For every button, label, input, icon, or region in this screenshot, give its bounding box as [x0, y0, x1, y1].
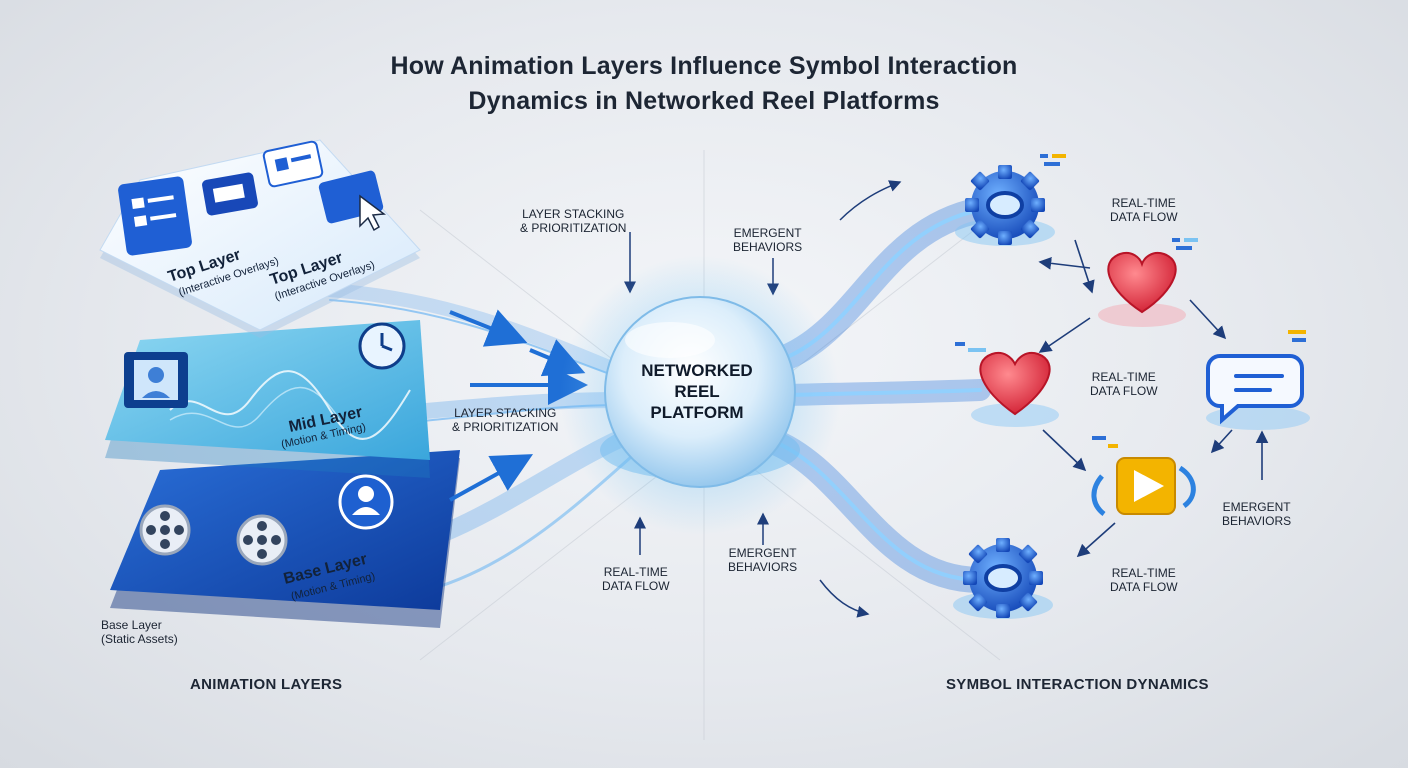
label-layer-stacking-mid: LAYER STACKING & PRIORITIZATION [452, 406, 558, 434]
label-line: & PRIORITIZATION [452, 420, 559, 434]
hub-label-line-1: NETWORKED [641, 361, 753, 380]
chat-bubble-icon [1206, 354, 1310, 430]
gear-icon [953, 538, 1053, 619]
mid-layer-panel: Mid Layer (Motion & Timing) [105, 320, 430, 478]
section-label-animation-layers: ANIMATION LAYERS [190, 676, 343, 693]
label-line: LAYER STACKING [454, 406, 557, 420]
label-line: BEHAVIORS [728, 560, 798, 574]
hub-sphere [560, 255, 840, 535]
label-line: Base Layer [101, 618, 162, 632]
label-line: BEHAVIORS [733, 240, 803, 254]
top-layer-panel: Top Layer (Interactive Overlays) Top Lay… [99, 139, 421, 338]
label-line: REAL-TIME [1111, 566, 1176, 580]
label-line: DATA FLOW [1110, 580, 1178, 594]
base-layer-panel: Base Layer (Motion & Timing) [110, 450, 460, 628]
hub-label: NETWORKED REEL PLATFORM [612, 360, 782, 423]
ui-card-icon [262, 140, 324, 188]
user-icon [338, 474, 394, 530]
ui-card-icon [118, 176, 192, 256]
label-line: REAL-TIME [1111, 196, 1176, 210]
label-line: LAYER STACKING [522, 207, 625, 221]
heart-icon [1098, 252, 1186, 327]
page-title-line-2: Dynamics in Networked Reel Platforms [468, 87, 940, 115]
label-right-realtime-2: REAL-TIME DATA FLOW [1090, 370, 1158, 398]
label-line: (Static Assets) [101, 632, 178, 646]
label-emergent-bottom: EMERGENT BEHAVIORS [728, 546, 797, 574]
label-realtime-bottom: REAL-TIME DATA FLOW [602, 565, 670, 593]
clock-icon [358, 322, 406, 370]
page-title-line-1: How Animation Layers Influence Symbol In… [390, 52, 1018, 80]
base-layer-outer-label: Base Layer (Static Assets) [101, 618, 178, 646]
label-arrows [624, 180, 902, 618]
label-layer-stacking-top: LAYER STACKING & PRIORITIZATION [520, 207, 626, 235]
hub-label-line-2: REEL [674, 382, 720, 401]
play-icon [1091, 457, 1196, 516]
section-label-symbol-interaction: SYMBOL INTERACTION DYNAMICS [946, 676, 1209, 693]
label-line: REAL-TIME [603, 565, 668, 579]
label-line: BEHAVIORS [1222, 514, 1292, 528]
gear-icon [955, 165, 1055, 246]
film-reel-icon [236, 514, 288, 566]
label-right-realtime-3: REAL-TIME DATA FLOW [1110, 566, 1178, 594]
ui-card-icon [202, 172, 258, 216]
cursor-icon [318, 170, 387, 232]
label-line: EMERGENT [733, 226, 802, 240]
hub-label-line-3: PLATFORM [650, 403, 744, 422]
pixel-decoration [955, 154, 1306, 448]
heart-icon [971, 352, 1059, 427]
label-line: DATA FLOW [1110, 210, 1178, 224]
label-line: EMERGENT [1222, 500, 1291, 514]
film-reel-icon [139, 504, 191, 556]
label-line: DATA FLOW [602, 579, 670, 593]
label-line: & PRIORITIZATION [520, 221, 627, 235]
label-line: EMERGENT [728, 546, 797, 560]
label-emergent-top: EMERGENT BEHAVIORS [733, 226, 802, 254]
right-flow-arrows [1038, 239, 1269, 558]
label-line: DATA FLOW [1090, 384, 1158, 398]
label-right-emergent: EMERGENT BEHAVIORS [1222, 500, 1291, 528]
label-line: REAL-TIME [1091, 370, 1156, 384]
label-right-realtime-1: REAL-TIME DATA FLOW [1110, 196, 1178, 224]
film-strip-icon [124, 352, 188, 408]
